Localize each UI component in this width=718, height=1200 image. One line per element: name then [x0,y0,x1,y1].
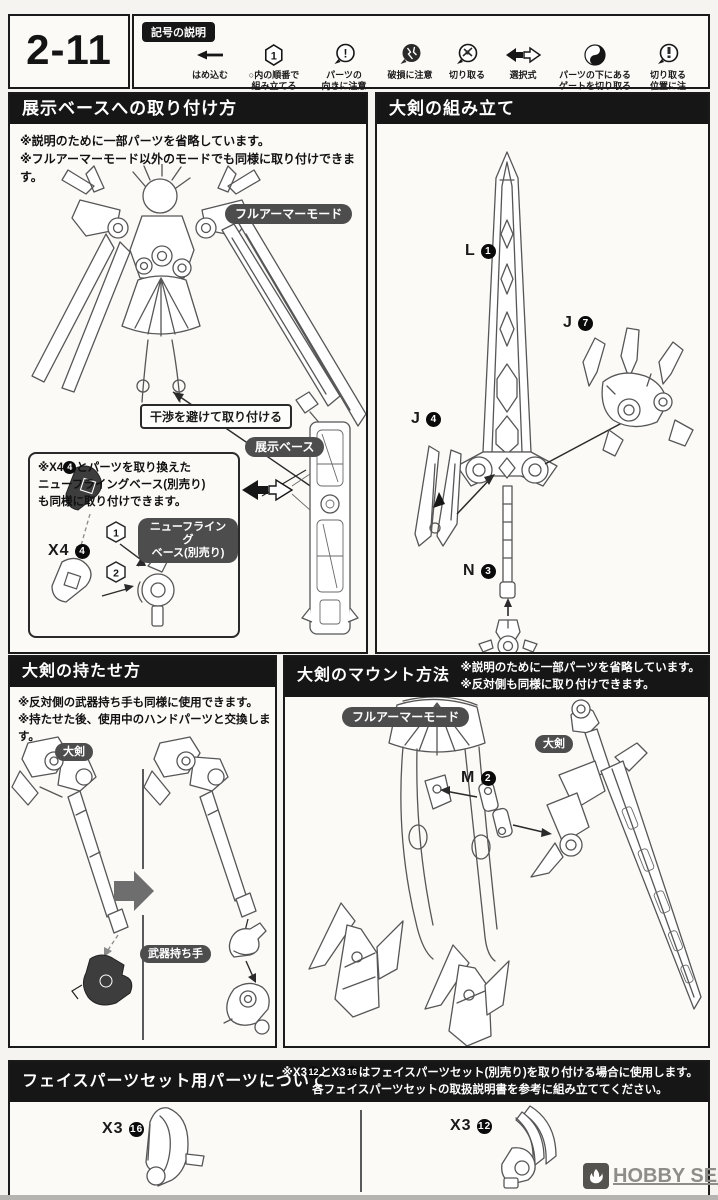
cut-icon [449,42,485,68]
flying-base-label: ニューフライング ベース(別売り) [138,518,238,563]
step-number: 2-11 [26,25,112,73]
hex-order-icon: 1 [249,42,299,68]
legend-item-select: 選択式 [504,42,542,81]
part-label-x3-12: X3 12 [450,1117,493,1134]
divider [142,915,144,1040]
part-label-x3-16: X3 16 [102,1120,145,1137]
legend-title: 記号の説明 [142,22,215,42]
panel-sword-mount-notes: ※説明のために一部パーツを省略しています。 ※反対側も同様に取り付けできます。 [460,662,700,691]
svg-text:1: 1 [271,51,277,63]
panel-sword-hold: 大剣の持たせ方 ※反対側の武器持ち手も同様に使用できます。 ※持たせた後、使用中… [8,655,277,1048]
svg-text:2: 2 [113,568,119,580]
panel-sword-mount: 大剣のマウント方法 ※説明のために一部パーツを省略しています。 ※反対側も同様に… [283,655,710,1048]
sword-mount-illustration [308,697,702,1046]
panel-face-parts-title: フェイスパーツセット用パーツについて [10,1062,708,1102]
watermark-text: HOBBY SEARCH [613,1164,718,1187]
avoid-interference-callout: 干渉を避けて取り付ける [140,404,293,429]
select-icon [504,42,542,68]
legend-item-order: 1 ○内の順番で 組み立てる [249,42,299,92]
divider [360,1110,362,1192]
panel-sword-hold-title: 大剣の持たせ方 [10,657,275,687]
panel-sword-assembly-title: 大剣の組み立て [377,94,708,124]
face-parts-illustration [145,1105,557,1189]
divider [142,769,144,869]
part-number-badge: 4 [63,461,77,474]
legend-item-damage: 破損に注意 [387,42,433,81]
part-label-M2: M 2 [461,769,496,787]
panel-display-base-title: 展示ベースへの取り付け方 [10,94,366,124]
weapon-hand-label: 武器持ち手 [140,945,211,963]
part-label-x4: X4 4 [48,542,91,560]
legend-item-cut: 切り取る [449,42,485,81]
part-label-J7: J 7 [563,314,594,332]
part-label-N3: N 3 [463,562,497,580]
damage-caution-icon [387,42,432,68]
part-label-J4: J 4 [411,410,442,428]
legend-item-snap: はめ込む [192,42,228,81]
panel-sword-mount-title: 大剣のマウント方法 [285,657,708,697]
legend-item-orientation: ! パーツの 向きに注意 [321,42,367,92]
orientation-caution-icon: ! [321,42,366,68]
note: ※持たせた後、使用中のハンドパーツと交換します。 [18,714,271,743]
transfer-arrow-icon [114,871,154,911]
svg-text:!: ! [343,47,347,61]
panel-display-base: 展示ベースへの取り付け方 ※説明のために一部パーツを省略しています。 ※フルアー… [8,92,368,654]
sword-label: 大剣 [535,735,573,753]
part-label-L1: L 1 [465,242,496,260]
note: ※説明のために一部パーツを省略しています。 [20,134,270,148]
legend-item-gate: パーツの下にある ゲートを切り取る [559,42,631,92]
scan-edge [0,1195,718,1200]
select-arrow-icon [242,473,311,511]
watermark: HOBBY SEARCH [583,1163,718,1189]
gate-cut-icon [559,42,631,68]
sword-hold-illustration [11,736,270,1035]
sword-assembly-illustration [414,151,694,652]
note: ※反対側の武器持ち手も同様に使用できます。 [18,697,259,709]
display-base-label: 展示ベース [245,437,325,457]
legend-box: 記号の説明 はめ込む 1 ○内の順番で 組み立てる ! パーツの 向きに注意 破… [132,14,710,102]
full-armor-mode-label: フルアーマーモード [342,707,470,727]
step-hexagon-2: 2 [106,561,126,583]
sword-label: 大剣 [55,743,93,761]
panel-sword-assembly: 大剣の組み立て [375,92,710,654]
step-hexagon-1: 1 [106,521,126,543]
full-armor-mode-label: フルアーマーモード [225,204,353,224]
step-number-box: 2-11 [8,14,130,89]
cut-position-icon [648,42,688,68]
hobby-search-logo-icon [583,1163,609,1189]
svg-text:1: 1 [113,528,119,540]
note: ※フルアーマーモード以外のモードでも同様に取り付けできます。 [20,152,355,184]
arrow-left-icon [192,42,228,68]
